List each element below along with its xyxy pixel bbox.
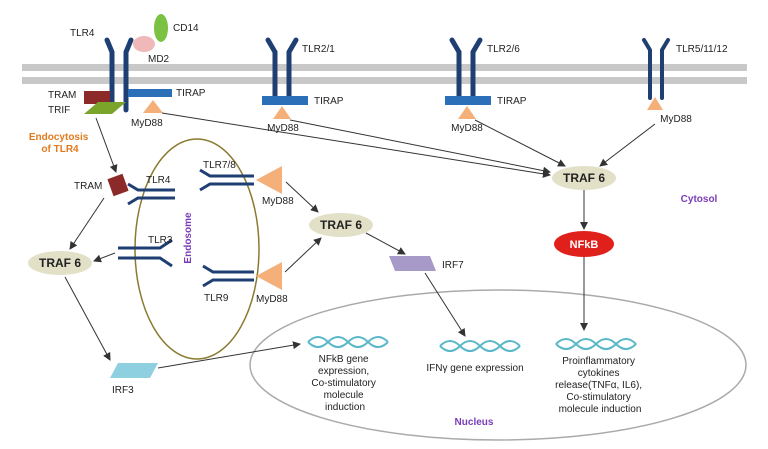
label-gene-3-line-4: Co-stimulatory xyxy=(566,392,630,403)
myd88-triangle-4 xyxy=(647,97,663,110)
tlr3-receptor xyxy=(118,238,173,268)
traf6-right xyxy=(552,166,616,190)
label-myd88-2: MyD88 xyxy=(267,123,299,134)
arrow-myd88-tlr78-to-traf6 xyxy=(285,181,319,213)
myd88-triangle-2 xyxy=(273,106,291,119)
myd88-triangle-tlr78 xyxy=(256,166,282,194)
label-tlr3: TLR3 xyxy=(148,235,173,246)
arrow-tram-to-traf6 xyxy=(69,197,105,250)
tram-box-top xyxy=(84,91,110,104)
myd88-triangle-3 xyxy=(458,106,476,119)
arrow-endocytosis xyxy=(95,117,118,173)
label-gene-3-line-1: Proinflammatory xyxy=(562,356,635,367)
label-gene-3-line-3: release(TNFα, IL6), xyxy=(555,380,642,391)
label-tirap-2: TIRAP xyxy=(314,96,344,107)
tlr2-6-receptor xyxy=(449,37,483,101)
trif-shape xyxy=(84,102,126,114)
tirap-bar-tlr2-6 xyxy=(445,96,491,105)
label-gene-3: Proinflammatory cytokines release(TNFα, … xyxy=(555,356,645,415)
irf7-shape xyxy=(389,256,436,271)
arrow-myd88-tlr9-to-traf6 xyxy=(284,237,322,273)
label-myd88-3: MyD88 xyxy=(451,123,483,134)
label-traf6-left: TRAF 6 xyxy=(39,256,81,270)
label-gene-1-line-3: Co-stimulatory xyxy=(311,378,375,389)
label-myd88-tlr78: MyD88 xyxy=(262,196,294,207)
tram-box-endosome xyxy=(107,173,129,197)
label-endocytosis-line-1: Endocytosis xyxy=(29,132,89,143)
tirap-bar-tlr4 xyxy=(128,89,172,97)
label-traf6-middle: TRAF 6 xyxy=(320,218,362,232)
label-irf7: IRF7 xyxy=(442,260,464,271)
label-tlr2-1: TLR2/1 xyxy=(302,44,335,55)
cd14-protein xyxy=(154,14,168,42)
label-md2: MD2 xyxy=(148,54,170,65)
arrow-traf6-to-irf3 xyxy=(64,276,111,361)
label-myd88-1: MyD88 xyxy=(131,118,163,129)
label-gene-3-line-5: molecule induction xyxy=(559,404,642,415)
arrow-irf3-to-nucleus xyxy=(157,341,301,369)
tlr4-endosome-receptor xyxy=(127,182,175,206)
arrow-myd88-3-to-traf6 xyxy=(474,119,566,167)
dna-helix-3 xyxy=(555,338,637,350)
arrow-irf7-to-nucleus xyxy=(424,272,466,337)
arrow-tlr3-to-traf6 xyxy=(93,252,116,263)
label-tlr4-endosome: TLR4 xyxy=(146,175,171,186)
tlr7-8-receptor xyxy=(199,168,254,192)
label-tlr78: TLR7/8 xyxy=(203,160,236,171)
label-tram-endosome: TRAM xyxy=(74,181,102,192)
label-tlr4: TLR4 xyxy=(70,28,95,39)
label-endocytosis-line-2: of TLR4 xyxy=(41,144,79,155)
label-myd88-4: MyD88 xyxy=(660,114,692,125)
label-endosome: Endosome xyxy=(183,212,194,264)
traf6-left xyxy=(28,251,92,275)
label-nucleus: Nucleus xyxy=(455,417,494,428)
label-gene-1-line-4: molecule xyxy=(324,390,364,401)
label-gene-3-line-2: cytokines xyxy=(578,368,620,379)
myd88-triangle-tlr9 xyxy=(256,262,282,290)
dna-helix-2 xyxy=(439,340,521,352)
label-trif: TRIF xyxy=(48,105,70,116)
label-nfkb: NFkB xyxy=(570,239,599,251)
signal-arrows xyxy=(64,112,656,369)
label-tirap-1: TIRAP xyxy=(176,88,206,99)
tlr9-receptor xyxy=(202,264,254,288)
tlr5-receptor xyxy=(642,38,670,100)
label-endocytosis: Endocytosis of TLR4 xyxy=(29,132,91,155)
label-gene-1-line-5: induction xyxy=(325,402,365,413)
label-gene-2: IFNγ gene expression xyxy=(426,363,523,374)
label-tram-top: TRAM xyxy=(48,90,76,101)
arrow-myd88-2-to-traf6 xyxy=(289,119,551,175)
arrow-myd88-4-to-traf6 xyxy=(599,123,656,167)
irf3-shape xyxy=(110,363,158,378)
dna-helix-1 xyxy=(307,336,389,348)
arrow-myd88-1-to-traf6 xyxy=(161,112,551,178)
label-irf3: IRF3 xyxy=(112,385,134,396)
md2-protein xyxy=(133,36,155,52)
label-cytosol: Cytosol xyxy=(681,194,718,205)
traf6-middle xyxy=(309,213,373,237)
label-gene-1: NFkB gene expression, Co-stimulatory mol… xyxy=(311,354,378,413)
label-cd14: CD14 xyxy=(173,23,199,34)
arrow-traf6-to-irf7 xyxy=(365,232,406,255)
label-myd88-tlr9: MyD88 xyxy=(256,294,288,305)
label-tlr2-6: TLR2/6 xyxy=(487,44,520,55)
tlr4-receptor xyxy=(104,37,134,113)
label-gene-1-line-2: expression, xyxy=(318,366,369,377)
myd88-triangle-1 xyxy=(143,100,163,113)
label-tirap-3: TIRAP xyxy=(497,96,527,107)
tirap-bar-tlr2-1 xyxy=(262,96,308,105)
label-traf6-right: TRAF 6 xyxy=(563,171,605,185)
label-gene-1-line-1: NFkB gene xyxy=(319,354,369,365)
cell-membrane xyxy=(22,64,747,84)
label-tlr5: TLR5/11/12 xyxy=(676,44,728,55)
nfkb-node xyxy=(554,231,614,257)
tlr2-1-receptor xyxy=(265,37,299,101)
nucleus xyxy=(249,289,747,441)
label-tlr9: TLR9 xyxy=(204,293,229,304)
